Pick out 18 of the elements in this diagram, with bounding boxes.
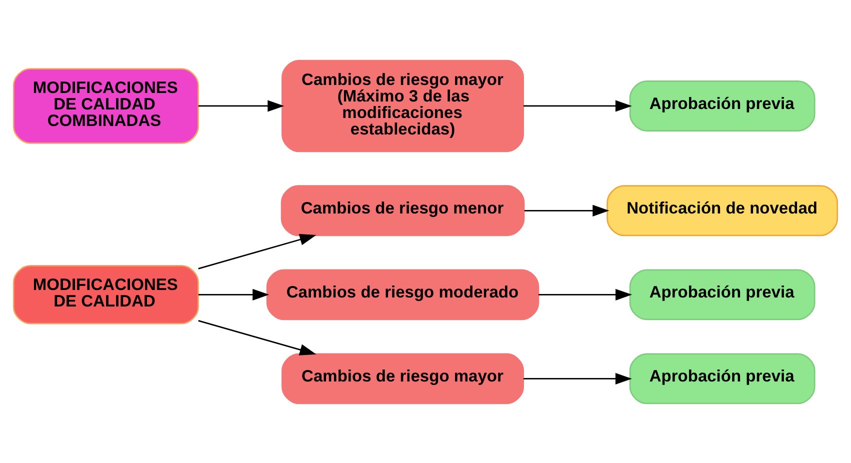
node-box: Cambios de riesgo mayor (Máximo 3 de las modificaciones establecidas): [282, 59, 524, 152]
arrow: [524, 204, 610, 216]
node-box: Aprobación previa: [629, 268, 816, 320]
node-box: MODIFICACIONES DE CALIDAD: [12, 264, 199, 324]
arrow: [198, 233, 316, 269]
node-box: Cambios de riesgo mayor: [282, 352, 524, 404]
arrow: [198, 100, 284, 112]
arrow: [523, 100, 632, 112]
node-box: Notificación de novedad: [606, 184, 838, 236]
arrow: [198, 288, 270, 300]
node-box: Aprobación previa: [629, 80, 816, 131]
node-box: Cambios de riesgo menor: [280, 184, 525, 236]
node-box: Aprobación previa: [629, 352, 816, 404]
arrow: [538, 288, 632, 300]
node-box: Cambios de riesgo moderado: [266, 268, 540, 320]
node-box: MODIFICACIONES DE CALIDAD COMBINADAS: [12, 68, 199, 144]
arrow: [198, 320, 316, 355]
arrow: [523, 372, 632, 384]
